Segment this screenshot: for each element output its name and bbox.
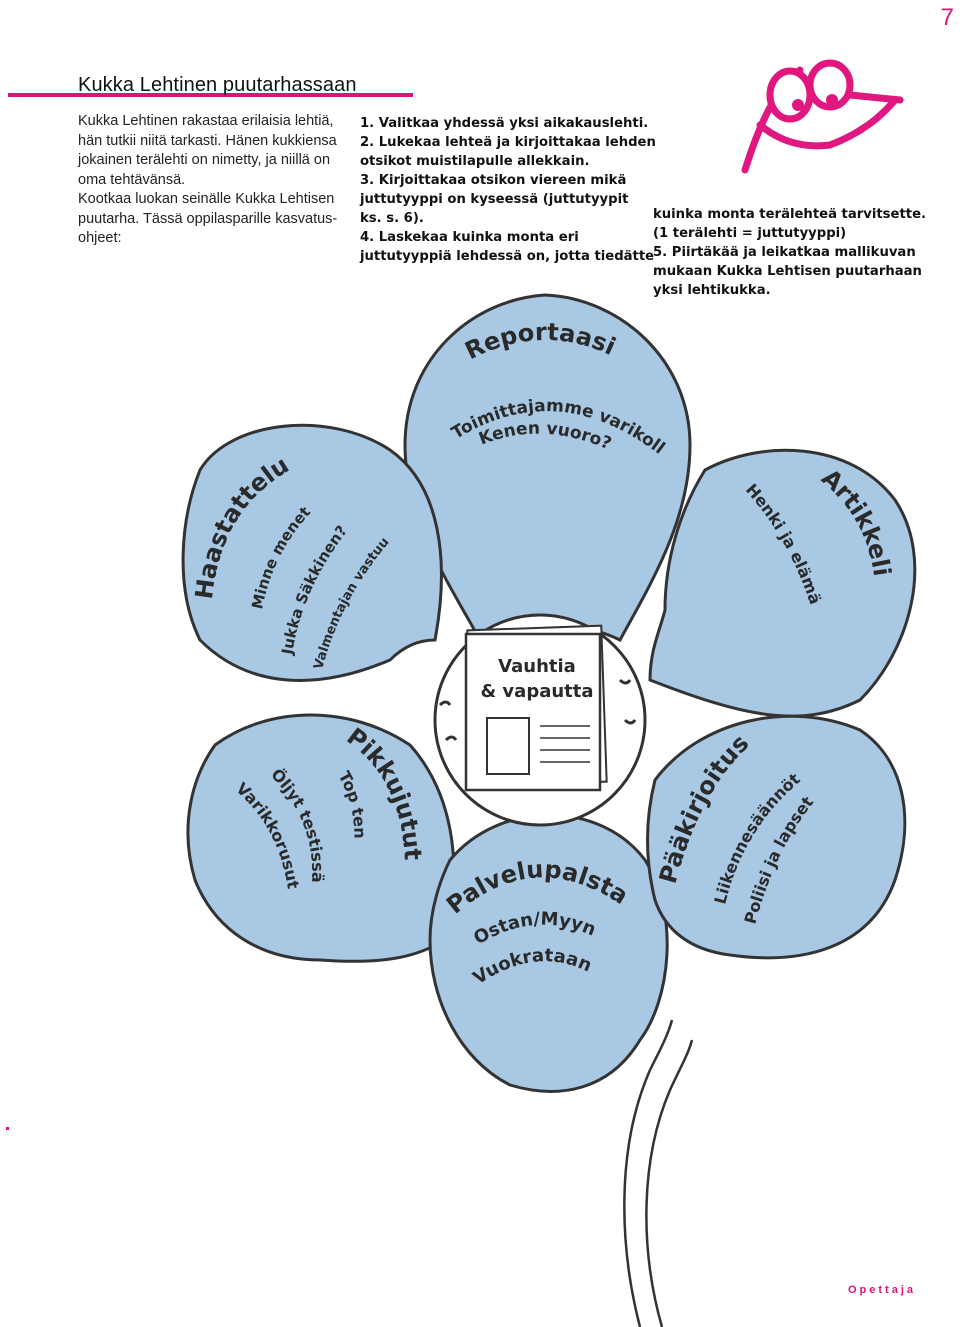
mascot-pupil <box>792 99 804 111</box>
intro-line: oma tehtävänsä. <box>78 171 186 188</box>
center-tick <box>444 735 458 742</box>
instruction-line: juttutyyppiä lehdessä on, jotta tiedätte <box>360 249 655 264</box>
instruction-line: kuinka monta terälehteä tarvitsette. <box>653 207 927 222</box>
intro-text: Kukka Lehtinen rakastaa erilaisia lehtiä… <box>78 112 348 249</box>
mascot-stroke <box>846 91 904 104</box>
petal-palvelupalsta <box>428 813 669 1093</box>
instruction-line: 2. Lukekaa lehteä ja kirjoittakaa lehden <box>360 135 656 150</box>
instruction-line: 3. Kirjoittakaa otsikon viereen mikä <box>360 173 627 188</box>
center-tick <box>618 678 632 685</box>
page-title: Kukka Lehtinen puutarhassaan <box>78 74 357 96</box>
instruction-line: 5. Piirtäkää ja leikatkaa mallikuvan <box>653 245 916 260</box>
newspaper-icon: Vauhtia & vapautta <box>464 624 608 792</box>
mascot-pupil <box>826 94 838 106</box>
center-tick <box>438 700 452 707</box>
mascot-eye-icon <box>766 67 814 123</box>
mascot-stroke <box>756 96 899 150</box>
instruction-line: yksi lehtikukka. <box>653 283 771 298</box>
instruction-line: mukaan Kukka Lehtisen puutarhaan <box>653 264 922 279</box>
intro-line: ohjeet: <box>78 230 122 246</box>
instruction-line: (1 terälehti = juttutyyppi) <box>653 226 847 241</box>
newspaper-headline: Vauhtia <box>498 656 576 677</box>
mascot-eye-icon <box>806 59 854 111</box>
instruction-line: otsikot muistilapulle allekkain. <box>360 154 590 169</box>
intro-line: jokainen terälehti on nimetty, ja niillä… <box>78 152 331 168</box>
petal-reportaasi <box>403 293 692 642</box>
intro-line: Kootkaa luokan seinälle Kukka Lehtisen <box>78 191 335 207</box>
stray-mark <box>6 1127 9 1130</box>
petal-pikkujutut <box>186 713 456 963</box>
intro-line: puutarha. Tässä oppilasparille kasvatus- <box>78 210 338 227</box>
instructions-column-1: 1. Valitkaa yhdessä yksi aikakauslehti. … <box>360 114 656 266</box>
petal-artikkeli <box>648 448 917 718</box>
mascot-eyes <box>741 59 904 174</box>
newspaper-headline: & vapautta <box>480 681 593 702</box>
title-underline <box>8 93 413 97</box>
petal-paakirjoitus <box>646 714 907 960</box>
instruction-line: ks. s. 6). <box>360 211 424 226</box>
instruction-line: juttutyyppi on kyseessä (juttutyypit <box>360 192 629 207</box>
flower-stem <box>645 1039 694 1327</box>
intro-line: Kukka Lehtinen rakastaa erilaisia lehtiä… <box>78 113 334 129</box>
instructions-column-2: kuinka monta terälehteä tarvitsette. (1 … <box>653 205 953 300</box>
flower-center: Vauhtia & vapautta <box>433 613 647 827</box>
page-number: 7 <box>940 4 954 31</box>
footer-label: Opettaja <box>847 1284 916 1296</box>
instruction-line: 4. Laskekaa kuinka monta eri <box>360 230 579 245</box>
center-tick <box>623 718 637 725</box>
flower-stem <box>623 1019 674 1327</box>
petal-haastattelu <box>181 423 443 682</box>
instruction-line: 1. Valitkaa yhdessä yksi aikakauslehti. <box>360 116 649 131</box>
intro-line: hän tutkii niitä tarkasti. Hänen kukkien… <box>78 132 337 149</box>
